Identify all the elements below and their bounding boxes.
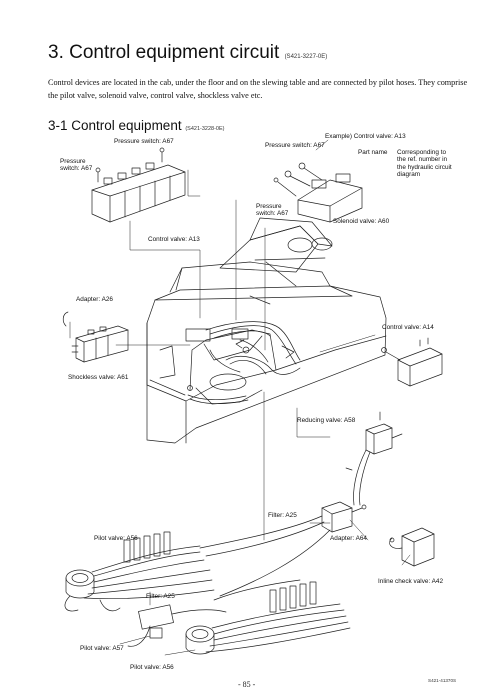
label-shockless-valve: Shockless valve: A61: [68, 374, 129, 381]
section-heading-text: 3-1 Control equipment: [48, 118, 182, 133]
label-adapter-a26: Adapter: A26: [76, 296, 113, 303]
shockless-valve-a61-illustration: [62, 311, 129, 363]
label-pressure-switch-top: Pressure switch: A67: [114, 138, 174, 145]
inline-check-valve-a42-illustration: [389, 527, 435, 567]
label-filter-a25-bottom: Filter: A25: [146, 593, 175, 600]
label-pilot-valve-a56-bottom: Pilot valve: A56: [130, 664, 174, 671]
pilot-valve-a56-top-illustration: [64, 531, 215, 612]
page-title-text: 3. Control equipment circuit: [48, 42, 280, 63]
label-pressure-switch-right-top: Pressure switch: A67: [265, 142, 325, 149]
filter-adapter-illustration: [199, 501, 367, 597]
label-pilot-valve-a57: Pilot valve: A57: [80, 645, 124, 652]
label-part-name: Part name: [358, 149, 388, 156]
page-title-code: (S421-3227-0E): [284, 54, 328, 60]
label-reducing-valve: Reducing valve: A58: [297, 417, 356, 424]
reducing-valve-a58-illustration: [345, 411, 403, 506]
label-example: Example) Control valve: A13: [325, 133, 406, 140]
excavator-body-illustration: [146, 217, 387, 444]
label-control-valve-a13-left: Control valve: A13: [148, 236, 200, 243]
control-valve-a14-illustration: [381, 337, 443, 387]
page-title: 3. Control equipment circuit (S421-3227-…: [48, 42, 327, 64]
pilot-valve-a56-bottom-illustration: [185, 579, 351, 655]
section-heading-code: (S421-3228-0E): [185, 126, 225, 132]
section-heading: 3-1 Control equipment (S421-3228-0E): [48, 118, 224, 133]
leader-lines: [69, 139, 411, 656]
intro-paragraph: Control devices are located in the cab, …: [48, 78, 468, 100]
label-corresponding: Corresponding to the ref. number in the …: [397, 149, 452, 179]
label-inline-check-valve: Inline check valve: A42: [378, 578, 444, 585]
label-pressure-switch-mid: Pressure switch: A67: [256, 203, 289, 218]
label-control-valve-a14: Control valve: A14: [382, 324, 434, 331]
label-pressure-switch-left: Pressure switch: A67: [60, 158, 93, 173]
solenoid-valve-a60-illustration: [273, 162, 363, 223]
page-number: - 85 -: [238, 680, 256, 689]
pilot-valve-a57-illustration: [127, 604, 227, 647]
control-valve-a13-illustration: [91, 147, 186, 223]
figure-code: S421-41370S: [428, 678, 457, 683]
label-filter-a25-top: Filter: A25: [268, 512, 297, 519]
label-adapter-a64: Adapter: A64: [330, 535, 367, 542]
label-pilot-valve-a56-top: Pilot valve: A56: [94, 535, 138, 542]
label-solenoid-valve: Solenoid valve: A60: [333, 218, 390, 225]
